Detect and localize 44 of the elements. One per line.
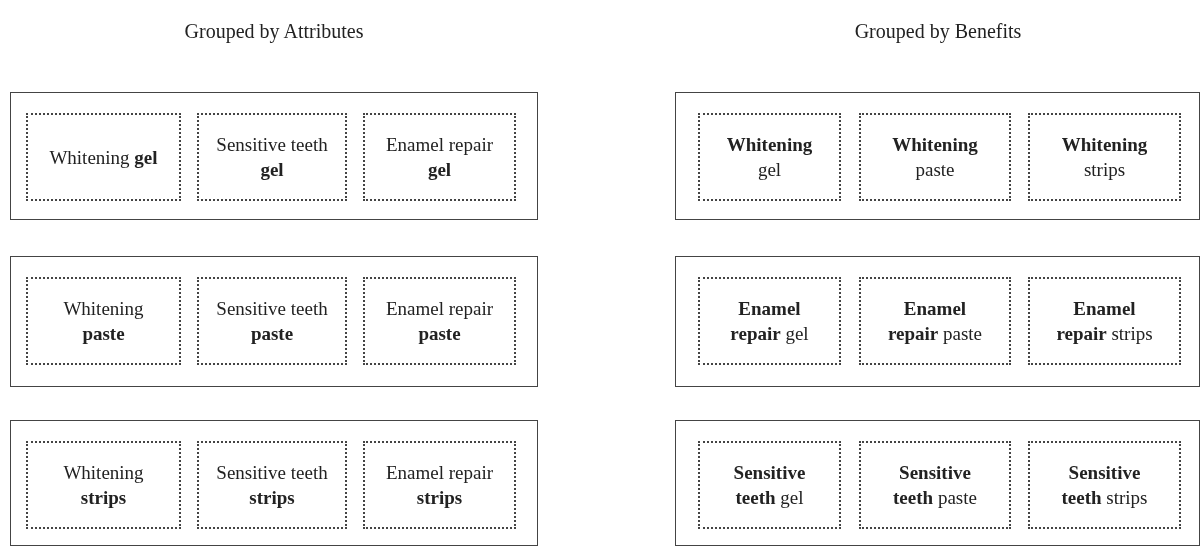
dotted-box: [363, 113, 516, 201]
dotted-box: [197, 441, 347, 529]
dotted-box: [363, 441, 516, 529]
group-box: [675, 92, 1200, 220]
product-label: Whitening gel: [725, 133, 814, 182]
group-box: [10, 256, 538, 387]
product-label: Whitening paste: [891, 133, 979, 182]
product-label: Enamel repair paste: [886, 297, 984, 346]
dotted-box: [26, 441, 181, 529]
product-label: Whitening gel: [49, 145, 158, 170]
dotted-box: [698, 441, 841, 529]
dotted-box: [26, 113, 181, 201]
dotted-box: [859, 441, 1011, 529]
group-box: [10, 92, 538, 220]
column-heading: Grouped by Benefits: [854, 20, 1022, 43]
product-label: Enamel repair gel: [384, 133, 495, 182]
product-label: Enamel repair strips: [1055, 297, 1154, 346]
dotted-box: [859, 113, 1011, 201]
product-label: Whitening paste: [62, 297, 145, 346]
product-label: Sensitive teeth paste: [892, 461, 978, 510]
dotted-box: [1028, 441, 1181, 529]
product-label: Enamel repair gel: [729, 297, 810, 346]
product-label: Whitening strips: [1060, 133, 1149, 182]
dotted-box: [197, 277, 347, 365]
dotted-box: [1028, 113, 1181, 201]
product-label: Sensitive teeth gel: [732, 461, 807, 510]
product-label: Sensitive teeth paste: [216, 297, 328, 346]
dotted-box: [197, 113, 347, 201]
product-label: Sensitive teeth gel: [216, 133, 328, 182]
dotted-box: [1028, 277, 1181, 365]
product-label: Whitening strips: [62, 461, 145, 510]
group-box: [675, 420, 1200, 546]
column-heading: Grouped by Attributes: [184, 20, 364, 43]
product-label: Enamel repair paste: [384, 297, 495, 346]
product-label: Sensitive teeth strips: [216, 461, 328, 510]
group-box: [10, 420, 538, 546]
product-label: Enamel repair strips: [384, 461, 495, 510]
product-label: Sensitive teeth strips: [1060, 461, 1149, 510]
dotted-box: [26, 277, 181, 365]
dotted-box: [698, 113, 841, 201]
group-box: [675, 256, 1200, 387]
dotted-box: [363, 277, 516, 365]
dotted-box: [698, 277, 841, 365]
dotted-box: [859, 277, 1011, 365]
